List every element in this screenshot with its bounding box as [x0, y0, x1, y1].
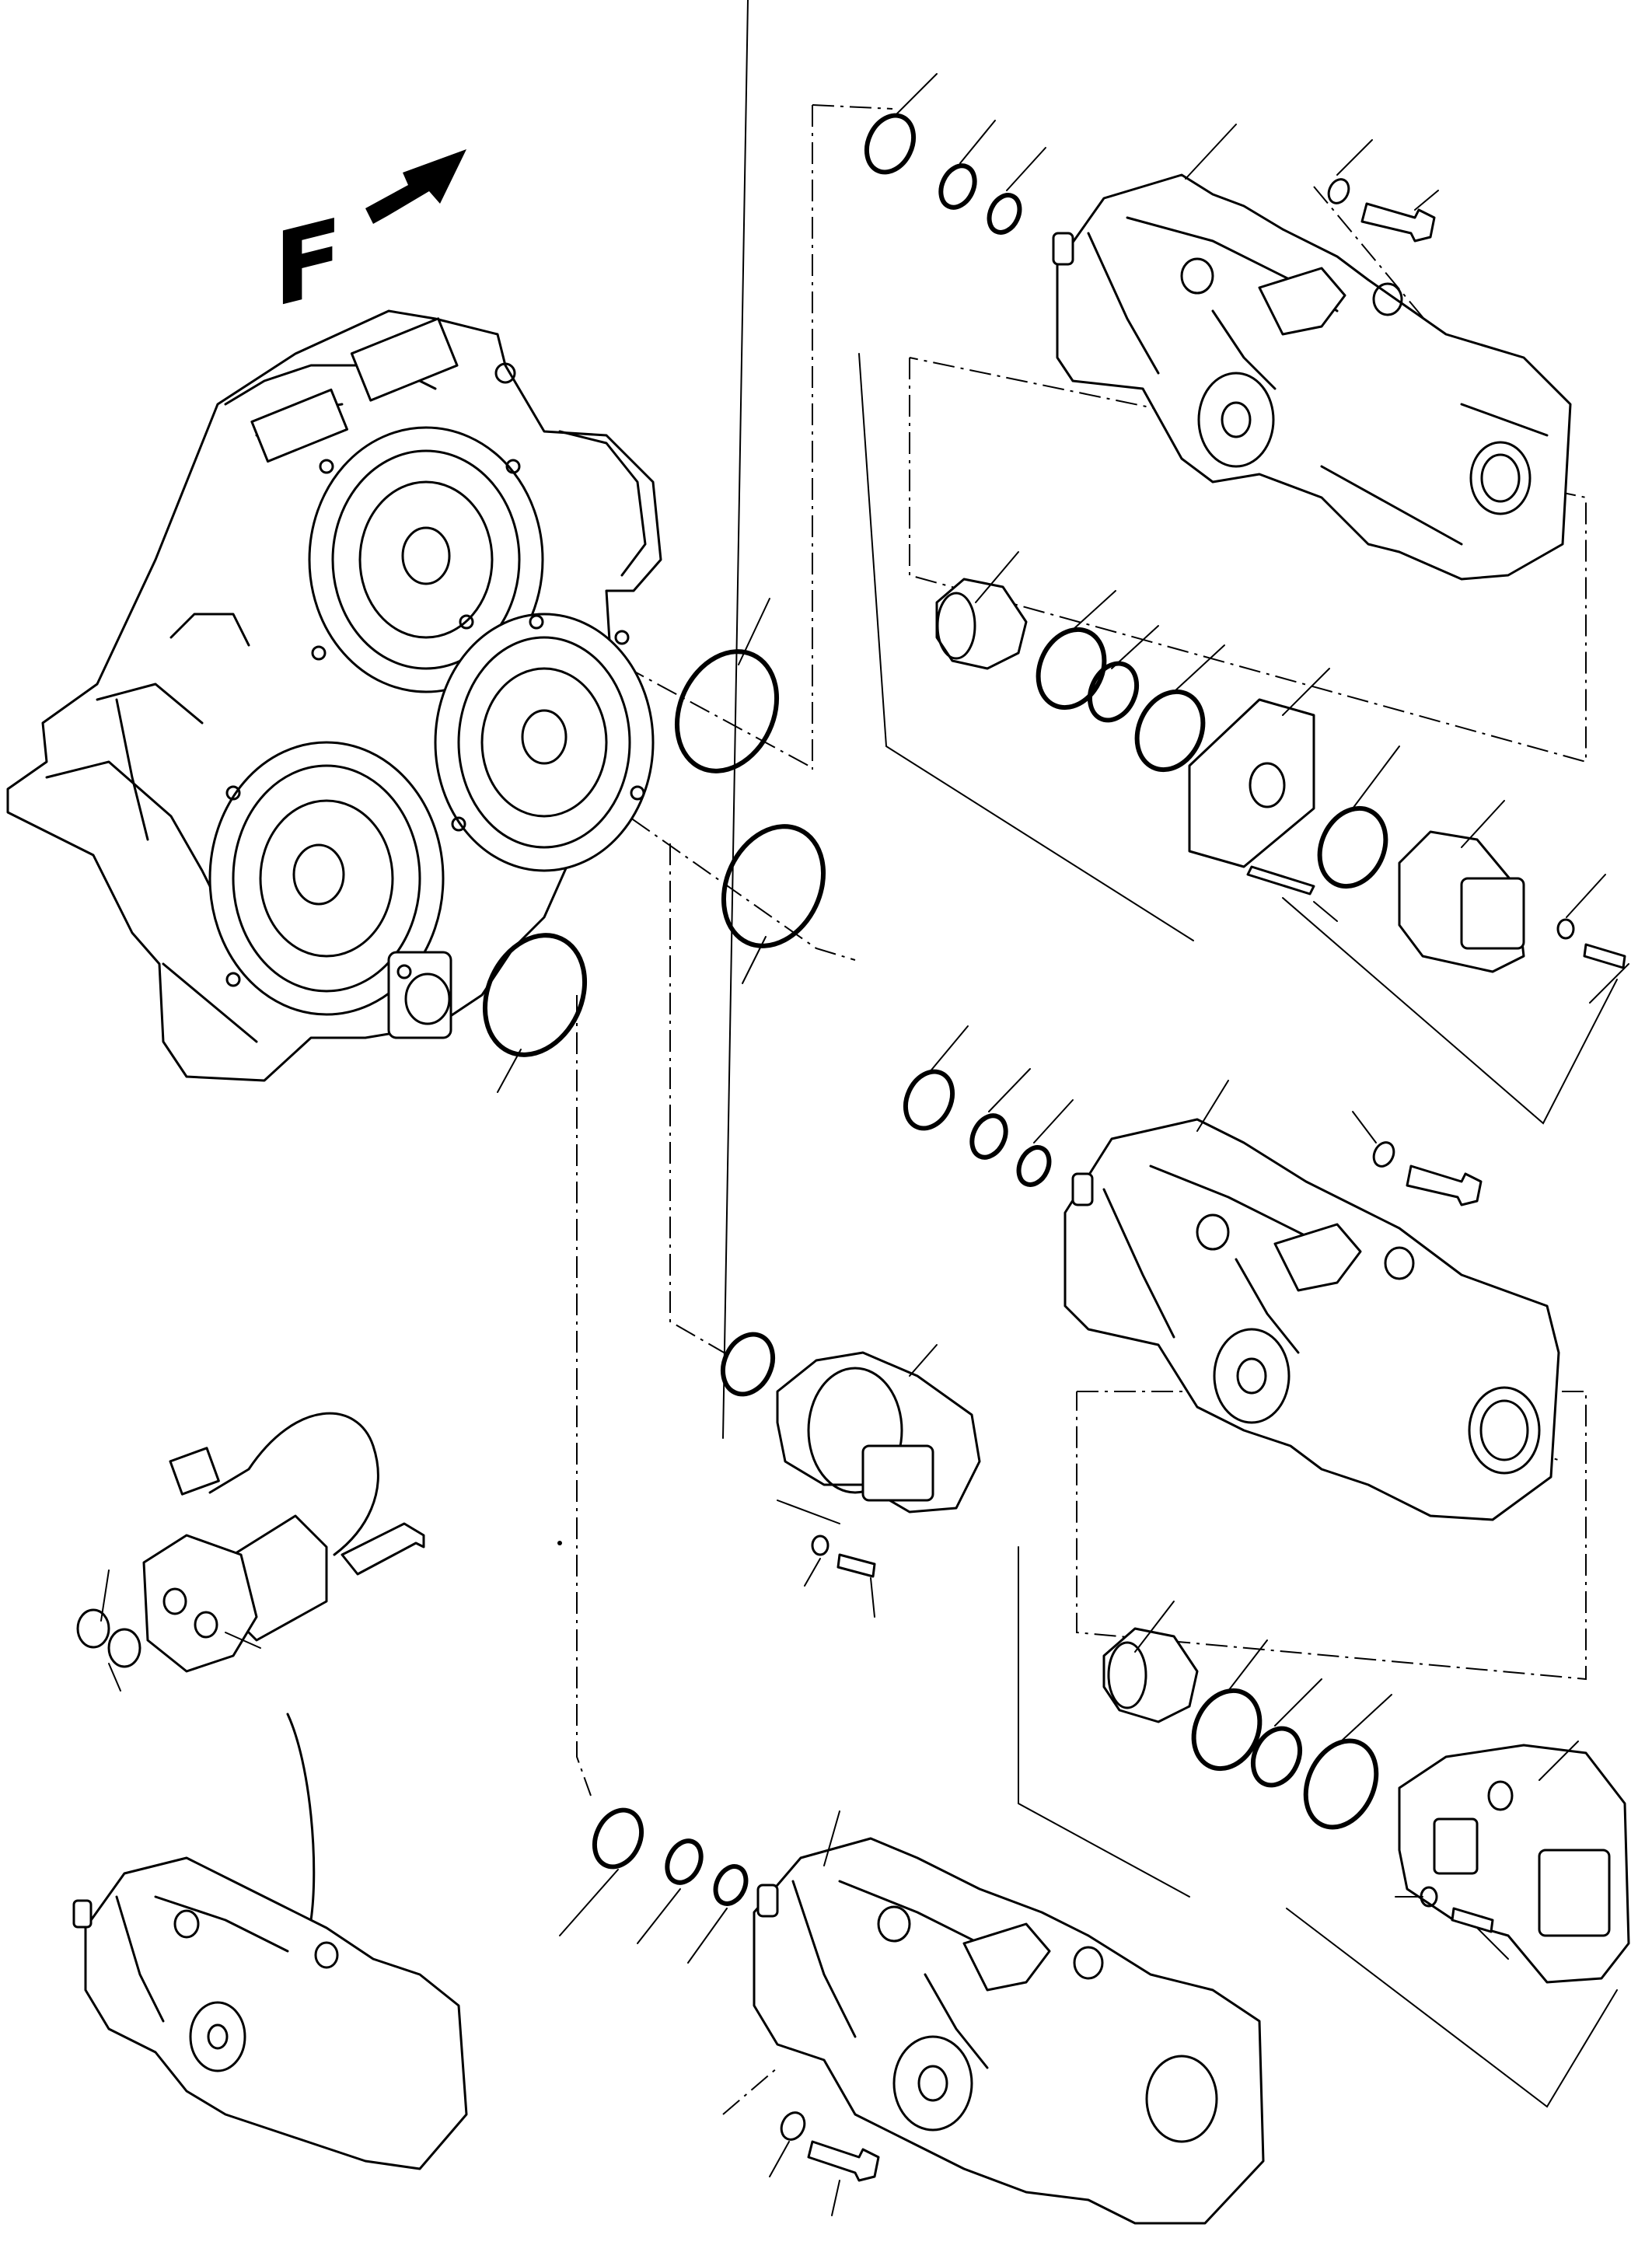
bracket-lines [777, 353, 1618, 2108]
snap-ring [903, 1069, 955, 1131]
o-ring-small [1016, 1145, 1052, 1187]
o-ring-middle [721, 824, 826, 948]
leader-lines [100, 0, 1629, 2216]
top-auxiliary-pump [935, 578, 1626, 973]
bolt-heads [225, 362, 645, 987]
coupling-ring [1036, 627, 1107, 711]
snap-ring [864, 113, 917, 175]
bottom-pump-assembly [592, 1807, 1265, 2225]
retainer-ring [1250, 1726, 1303, 1788]
flange-o-ring [1134, 689, 1206, 773]
o-ring [720, 1332, 776, 1397]
forward-arrow-icon [365, 149, 466, 224]
direction-marker: F [274, 149, 466, 331]
top-pump-assembly [864, 113, 1572, 581]
o-ring-upper [674, 649, 780, 773]
rear-pump-o-ring [1303, 1738, 1379, 1830]
o-ring-lower [482, 933, 588, 1057]
gearbox-o-rings [482, 649, 826, 1057]
snap-ring [592, 1807, 644, 1870]
spacer-ring [938, 163, 977, 210]
spacer-ring [665, 1838, 704, 1885]
solenoid-valve [76, 1412, 425, 1922]
middle-pump-assembly [903, 1069, 1560, 1521]
o-ring-small [713, 1864, 749, 1906]
middle-auxiliary-pump [1102, 1627, 1630, 1984]
spacer-ring [969, 1113, 1008, 1160]
coupling-ring [1191, 1688, 1263, 1772]
reference-dot [557, 1541, 562, 1545]
retainer-ring [1087, 661, 1140, 723]
direction-letter: F [274, 196, 343, 331]
gear-pump-o-ring [1317, 805, 1388, 889]
assembled-pump-view [72, 1856, 468, 2170]
o-ring-small [987, 193, 1022, 235]
pump-drive-gearbox [6, 309, 662, 1082]
center-gear-pump [720, 1332, 981, 1578]
